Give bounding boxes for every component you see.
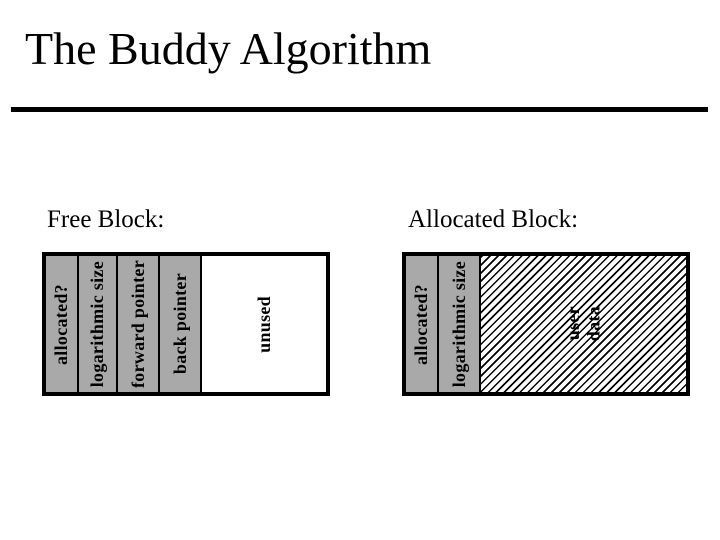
free-block-cell-allocated: allocated? — [46, 256, 79, 392]
title-underline — [11, 107, 708, 112]
free-block-label: Free Block: — [47, 206, 165, 233]
free-block-cell-forward-pointer-label: forward pointer — [127, 260, 148, 388]
slide-title: The Buddy Algorithm — [25, 23, 432, 74]
free-block-cell-forward-pointer: forward pointer — [118, 256, 160, 392]
allocated-block-cell-allocated: allocated? — [406, 256, 439, 392]
allocated-block-cell-user-data-label: user data — [562, 306, 604, 342]
allocated-block-cell-allocated-label: allocated? — [411, 283, 432, 365]
free-block-diagram: allocated? logarithmic size forward poin… — [42, 252, 330, 396]
free-block-cell-allocated-label: allocated? — [51, 283, 72, 365]
allocated-block-diagram: allocated? logarithmic size user data — [402, 252, 690, 396]
free-block-cell-unused-label: unused — [253, 295, 274, 353]
allocated-block-cell-logarithmic-size: logarithmic size — [439, 256, 481, 392]
free-block-cell-back-pointer: back pointer — [160, 256, 202, 392]
allocated-block-label: Allocated Block: — [408, 206, 579, 233]
allocated-block-cell-user-data: user data — [481, 256, 686, 392]
free-block-cell-back-pointer-label: back pointer — [169, 273, 190, 375]
allocated-block-cell-logarithmic-size-label: logarithmic size — [448, 260, 469, 388]
free-block-cell-logarithmic-size: logarithmic size — [79, 256, 118, 392]
free-block-cell-logarithmic-size-label: logarithmic size — [87, 260, 108, 388]
free-block-cell-unused: unused — [202, 256, 326, 392]
